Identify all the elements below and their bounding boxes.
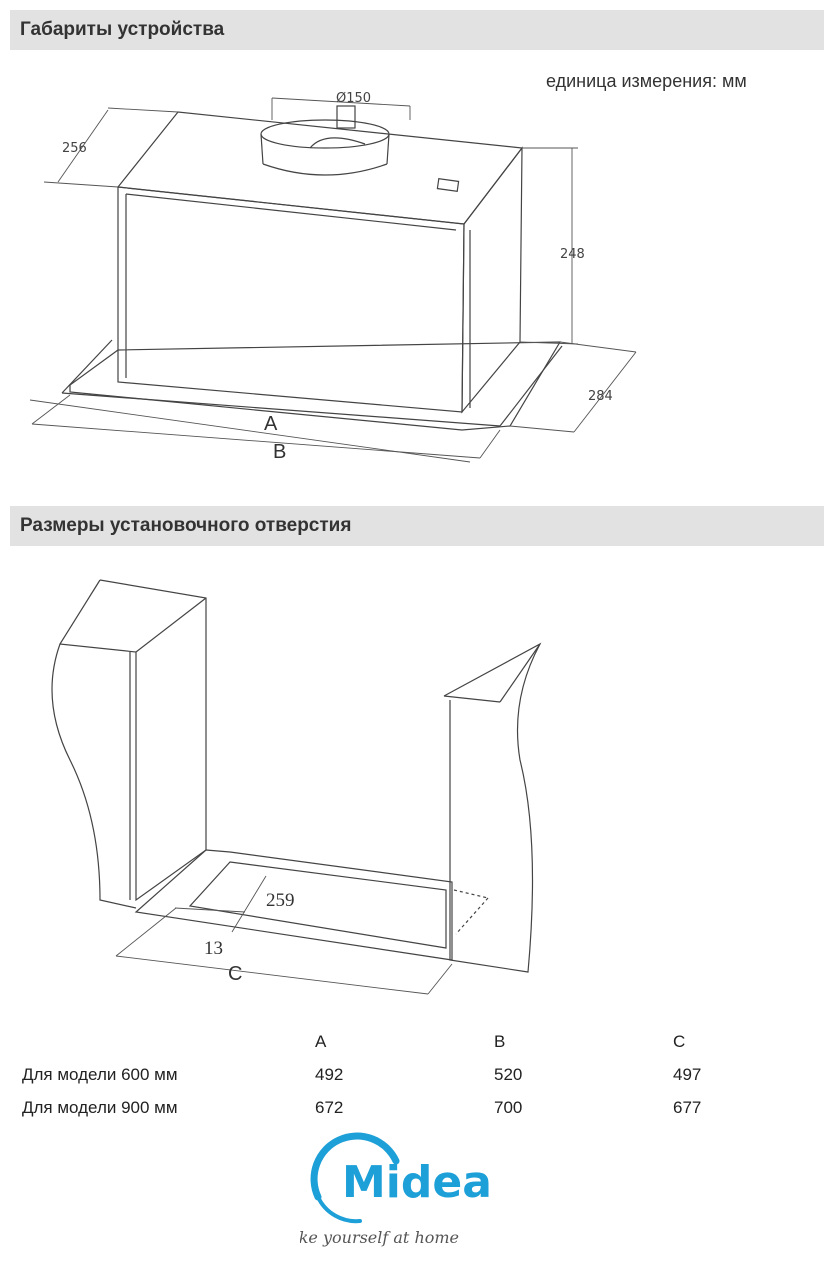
table-header-c: C [673, 1032, 686, 1051]
cutout-inner [188, 861, 447, 949]
duct-diameter-label: Ø150 [336, 91, 371, 106]
cutout-depth-label: 259 [266, 890, 295, 911]
section-title: Размеры установочного отверстия [20, 515, 352, 536]
cutout-offset-label: 13 [204, 938, 223, 959]
table-cell: 672 [315, 1098, 344, 1117]
unit-note: единица измерения: мм [546, 71, 747, 91]
dimension-a-label: A [264, 413, 278, 435]
table-header-b: B [494, 1032, 506, 1051]
device-dimension-drawing: Ø150 256 248 284 A B [29, 91, 637, 463]
right-cabinet-wall [443, 642, 542, 973]
top-depth-label: 256 [62, 141, 87, 156]
hood-side-face [461, 146, 523, 414]
section-header-cutout: Размеры установочного отверстия [10, 506, 824, 546]
table-cell: 677 [673, 1098, 702, 1117]
table-cell: 520 [494, 1065, 523, 1084]
height-label: 248 [560, 247, 585, 262]
table-cell: 492 [315, 1065, 344, 1084]
logo-swoosh-icon [310, 1132, 400, 1201]
section-title: Габариты устройства [20, 19, 225, 40]
table-header-a: A [315, 1032, 327, 1051]
hood-front-face [117, 186, 465, 413]
table-row-label: Для модели 600 мм [22, 1065, 178, 1084]
bottom-depth-label: 284 [588, 389, 613, 404]
table-cell: 497 [673, 1065, 702, 1084]
table-cell: 700 [494, 1098, 523, 1117]
table-row-label: Для модели 900 мм [22, 1098, 178, 1117]
left-cabinet-wall [51, 579, 207, 909]
logo-tagline: make yourself at home [300, 1228, 459, 1247]
logo-wordmark: Midea [342, 1157, 492, 1208]
hood-top-face [116, 111, 524, 225]
dimension-b-label: B [273, 441, 286, 463]
dimension-c-label: C [228, 963, 242, 985]
cutout-opening [134, 849, 453, 961]
cutout-dimension-drawing: 259 13 C [51, 579, 542, 995]
section-header-dimensions: Габариты устройства [10, 10, 824, 50]
hood-bottom-frame [69, 341, 562, 431]
midea-logo: Midea make yourself at home [274, 1125, 540, 1250]
duct-collar-top [260, 119, 390, 149]
